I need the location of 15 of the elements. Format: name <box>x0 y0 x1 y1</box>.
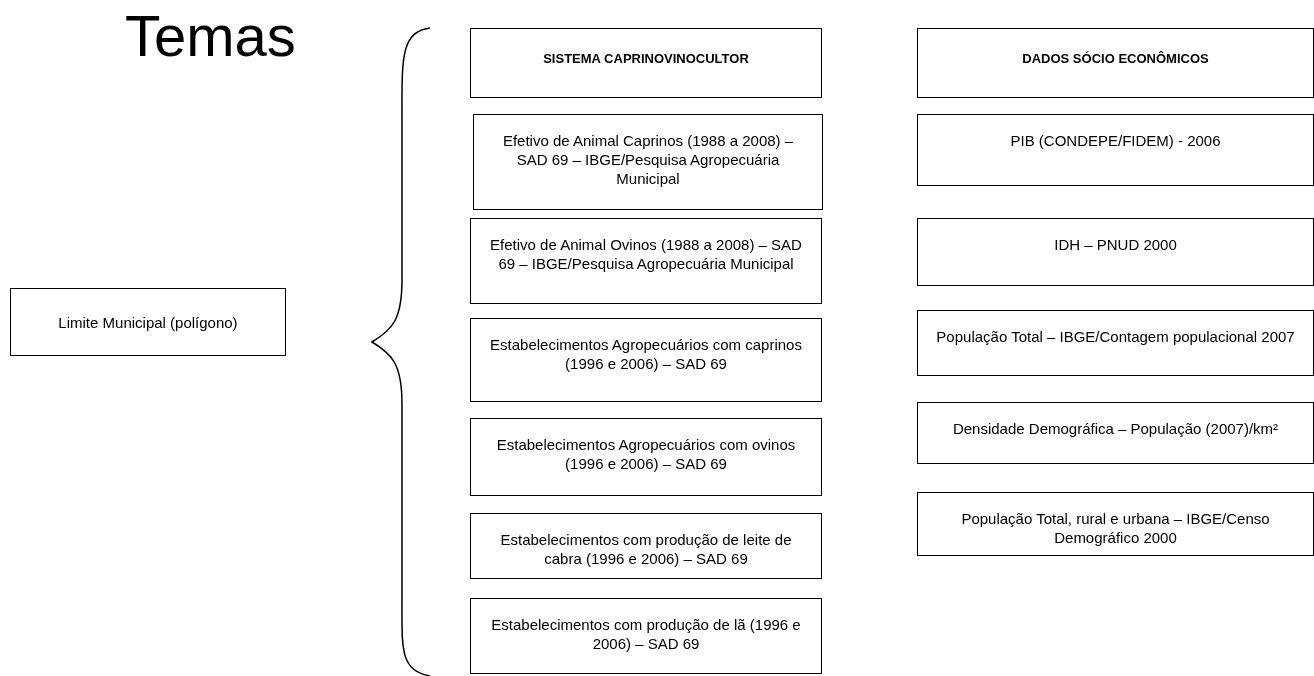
theme-box: PIB (CONDEPE/FIDEM) - 2006 <box>917 114 1314 186</box>
theme-box: Efetivo de Animal Ovinos (1988 a 2008) – SAD 69 – IBGE/Pesquisa Agropecuária Municipal <box>470 218 822 304</box>
theme-box: População Total – IBGE/Contagem populacional 2007 <box>917 310 1314 376</box>
theme-box: Densidade Demográfica – População (2007)/km² <box>917 402 1314 464</box>
column-header-box: SISTEMA CAPRINOVINOCULTOR <box>470 28 822 98</box>
theme-box: Estabelecimentos Agropecuários com ovinos (1996 e 2006) – SAD 69 <box>470 418 822 496</box>
theme-box: Efetivo de Animal Caprinos (1988 a 2008) – SAD 69 – IBGE/Pesquisa Agropecuária Municipal <box>473 114 823 210</box>
layer-box: Limite Municipal (polígono) <box>10 288 286 356</box>
column-header-box: DADOS SÓCIO ECONÔMICOS <box>917 28 1314 98</box>
theme-box: Estabelecimentos com produção de leite de cabra (1996 e 2006) – SAD 69 <box>470 513 822 579</box>
theme-box: Estabelecimentos Agropecuários com caprinos (1996 e 2006) – SAD 69 <box>470 318 822 402</box>
theme-box: População Total, rural e urbana – IBGE/Censo Demográfico 2000 <box>917 492 1314 556</box>
theme-box: Estabelecimentos com produção de lã (1996 e 2006) – SAD 69 <box>470 598 822 674</box>
theme-box: IDH – PNUD 2000 <box>917 218 1314 286</box>
diagram-title: Temas <box>125 2 296 69</box>
